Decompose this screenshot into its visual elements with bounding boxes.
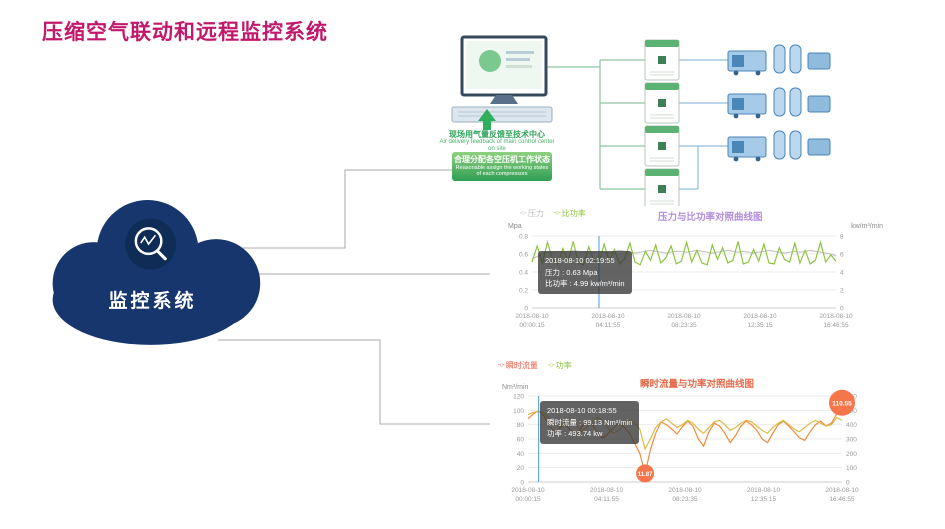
legend-item-flow[interactable]: -○- 瞬时流量 <box>498 360 538 371</box>
air-equipment-cluster-3 <box>727 130 831 162</box>
tooltip-time: 2018-08-10 00:18:55 <box>547 406 617 415</box>
chart1-y2-axis-unit: kw/m³/min <box>851 223 883 230</box>
svg-text:4: 4 <box>840 270 844 277</box>
chart1-tooltip: 2018-08-10 02:19:55 压力 : 0.63 Mpa 比功率 : … <box>538 251 632 294</box>
svg-text:2018-08-10: 2018-08-10 <box>591 313 625 320</box>
svg-text:2018-08-10: 2018-08-10 <box>667 313 701 320</box>
svg-text:04:11:55: 04:11:55 <box>594 496 619 503</box>
equipment-wires <box>679 59 728 190</box>
svg-text:40: 40 <box>517 451 525 458</box>
svg-text:100: 100 <box>513 408 524 415</box>
monitor-stand <box>490 95 518 104</box>
legend-item-power[interactable]: -○- 功率 <box>548 360 572 371</box>
control-wires <box>546 59 645 190</box>
legend-label: 功率 <box>555 361 572 370</box>
svg-text:0: 0 <box>840 306 844 313</box>
tooltip-value-1: 压力 : 0.63 Mpa <box>545 267 598 277</box>
assign-box-cn: 合理分配各空压机工作状态 <box>454 155 550 164</box>
svg-text:16:46:55: 16:46:55 <box>829 496 855 503</box>
chart2-tooltip: 2018-08-10 00:18:55 瞬时流量 : 99.13 Nm³/min… <box>540 401 640 444</box>
tooltip-time: 2018-08-10 02:19:55 <box>545 256 615 265</box>
svg-text:0: 0 <box>520 480 524 487</box>
svg-text:0: 0 <box>846 480 850 487</box>
keyboard <box>451 106 553 123</box>
svg-text:12:35:15: 12:35:15 <box>751 496 777 503</box>
air-equipment-cluster-1 <box>727 44 831 76</box>
svg-text:08:23:35: 08:23:35 <box>672 496 698 503</box>
svg-text:00:00:15: 00:00:15 <box>519 322 545 329</box>
legend-item-specific-power[interactable]: -○- 比功率 <box>554 208 586 219</box>
svg-text:100: 100 <box>846 465 857 472</box>
svg-text:08:23:35: 08:23:35 <box>671 322 697 329</box>
svg-text:2018-08-10: 2018-08-10 <box>511 487 545 494</box>
svg-text:0.8: 0.8 <box>519 234 528 241</box>
chart2-title: 瞬时流量与功率对照曲线图 <box>640 379 755 390</box>
svg-text:80: 80 <box>517 422 525 429</box>
svg-text:11.87: 11.87 <box>638 472 653 478</box>
svg-text:6: 6 <box>840 252 844 259</box>
topology-diagram <box>451 35 831 210</box>
svg-text:8: 8 <box>840 234 844 241</box>
svg-text:2018-08-10: 2018-08-10 <box>747 487 781 494</box>
feedback-note-cn: 现场用气量反馈至技术中心 <box>449 130 545 139</box>
svg-text:400: 400 <box>846 422 857 429</box>
assign-box: 合理分配各空压机工作状态 Reasonable assign the worki… <box>452 152 552 181</box>
legend-label: 压力 <box>527 209 544 218</box>
compressor-unit-4 <box>644 168 680 210</box>
legend-marker-icon: -○- <box>547 362 555 369</box>
chart1-legend[interactable]: -○- 压力 -○- 比功率 <box>520 208 586 219</box>
tooltip-value-2: 比功率 : 4.99 kw/m³/min <box>545 279 625 289</box>
svg-text:16:46:55: 16:46:55 <box>823 322 849 329</box>
cloud-shape <box>52 200 261 345</box>
svg-text:300: 300 <box>846 437 857 444</box>
svg-text:00:00:15: 00:00:15 <box>515 496 541 503</box>
pressure-power-chart: -○- 压力 -○- 比功率 压力与比功率对照曲线图 Mpa kw/m³/min… <box>490 206 885 338</box>
chart2-y-axis-unit: Nm³/min <box>502 384 529 391</box>
feedback-note: 现场用气量反馈至技术中心 Air delivery feedback of ma… <box>437 130 557 153</box>
svg-text:0.6: 0.6 <box>519 252 528 259</box>
svg-text:120: 120 <box>513 394 524 401</box>
svg-text:110.55: 110.55 <box>832 400 852 407</box>
chart2-legend[interactable]: -○- 瞬时流量 -○- 功率 <box>498 360 572 371</box>
compressor-unit-2 <box>644 82 680 124</box>
compressor-unit-1 <box>644 39 680 81</box>
svg-text:0.4: 0.4 <box>519 270 528 277</box>
feedback-note-en: Air delivery feedback of main control ce… <box>439 139 555 153</box>
svg-text:04:11:55: 04:11:55 <box>596 322 621 329</box>
up-arrow-icon <box>478 109 496 130</box>
legend-marker-icon: -○- <box>520 210 527 217</box>
legend-label: 瞬时流量 <box>505 361 538 370</box>
svg-text:12:35:15: 12:35:15 <box>747 322 773 329</box>
svg-text:60: 60 <box>517 437 525 444</box>
svg-text:2018-08-10: 2018-08-10 <box>590 487 624 494</box>
svg-text:2: 2 <box>840 288 844 295</box>
magnifier-trend-icon <box>125 218 176 270</box>
compressor-unit-3 <box>644 125 680 167</box>
legend-marker-icon: -○- <box>553 210 561 217</box>
control-computer <box>451 35 553 123</box>
legend-label: 比功率 <box>561 209 586 218</box>
legend-item-pressure[interactable]: -○- 压力 <box>520 208 544 219</box>
svg-text:2018-08-10: 2018-08-10 <box>515 313 549 320</box>
cloud-label: 监控系统 <box>108 291 197 312</box>
svg-text:2018-08-10: 2018-08-10 <box>668 487 702 494</box>
svg-text:0.2: 0.2 <box>519 288 528 295</box>
svg-text:200: 200 <box>846 451 857 458</box>
screen-logo <box>479 50 501 72</box>
svg-text:2018-08-10: 2018-08-10 <box>825 487 859 494</box>
tooltip-value-2: 功率 : 493.74 kw <box>547 429 603 439</box>
chart1-title: 压力与比功率对照曲线图 <box>658 212 763 223</box>
assign-box-en: Reasonable assign the working states of … <box>455 164 549 178</box>
monitoring-cloud: 监控系统 <box>35 190 270 352</box>
svg-text:2018-08-10: 2018-08-10 <box>819 313 853 320</box>
page-title: 压缩空气联动和远程监控系统 <box>42 21 328 44</box>
air-equipment-cluster-2 <box>727 87 831 119</box>
svg-text:2018-08-10: 2018-08-10 <box>743 313 777 320</box>
tooltip-value-1: 瞬时流量 : 99.13 Nm³/min <box>547 417 633 427</box>
legend-marker-icon: -○- <box>498 362 505 369</box>
chart1-y-axis-unit: Mpa <box>508 223 522 230</box>
svg-text:20: 20 <box>517 465 525 472</box>
svg-text:0: 0 <box>524 306 528 313</box>
